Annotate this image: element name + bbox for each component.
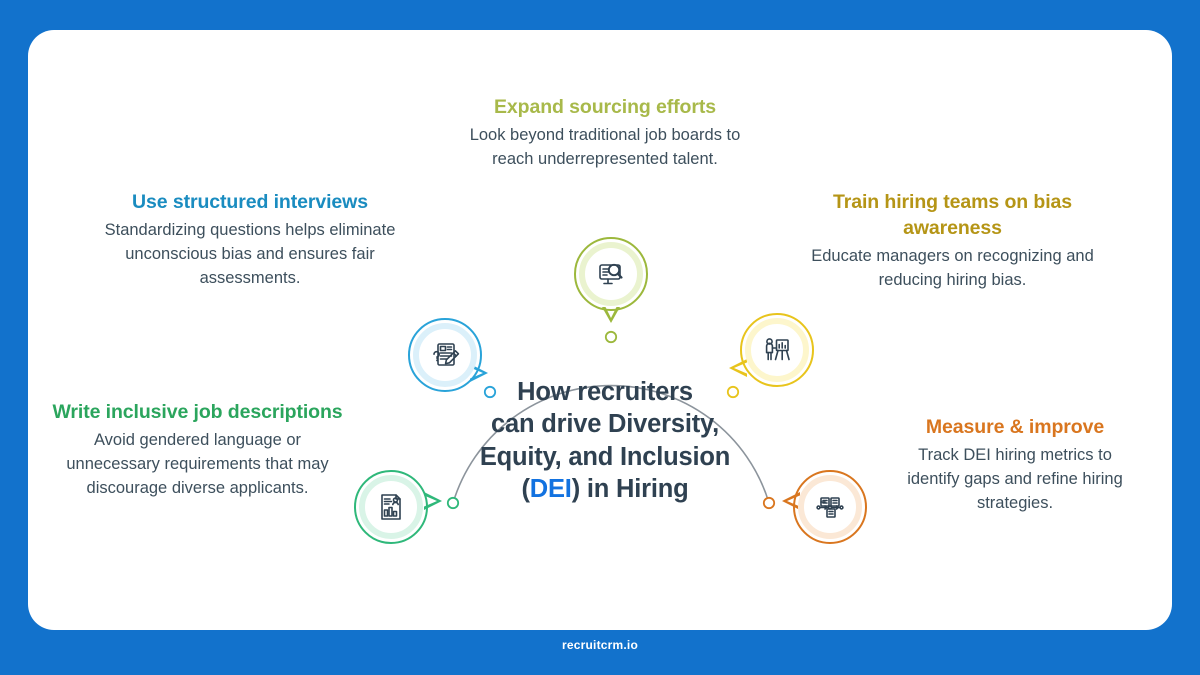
resume-chart-icon — [354, 470, 428, 544]
flowchart-nodes-icon — [793, 470, 867, 544]
bubble-expand-sourcing — [574, 237, 648, 323]
block-body-write: Avoid gendered language or unnecessary r… — [66, 430, 329, 498]
block-body-measure: Track DEI hiring metrics to identify gap… — [907, 445, 1123, 513]
bubble-write-inclusive-job-descriptions — [354, 470, 442, 544]
title-dei-highlight: DEI — [529, 475, 572, 504]
title-paren-close: ) in Hiring — [571, 475, 689, 504]
title-line-1: How recruiters — [517, 378, 693, 406]
presenter-easel-icon — [740, 313, 814, 387]
bubble-ring-write — [354, 470, 428, 544]
title-paren-open: ( — [521, 475, 530, 504]
block-heading-interviews: Use structured interviews — [132, 191, 368, 213]
bubble-train-hiring-teams — [729, 313, 814, 387]
block-train-hiring-teams: Train hiring teams on bias awareness Edu… — [805, 190, 1100, 292]
monitor-search-icon — [574, 237, 648, 311]
block-heading-measure: Measure & improve — [925, 416, 1105, 438]
block-measure-improve: Measure & improve Track DEI hiring metri… — [890, 415, 1140, 515]
block-body-interviews: Standardizing questions helps eliminate … — [104, 220, 396, 288]
block-heading-sourcing: Expand sourcing efforts — [494, 96, 716, 118]
block-heading-write: Write inclusive job descriptions — [52, 401, 343, 423]
block-use-structured-interviews: Use structured interviews Standardizing … — [95, 190, 405, 290]
bubble-ring-train — [740, 313, 814, 387]
footer-brand: recruitcrm.io — [562, 638, 638, 652]
block-body-train: Educate managers on recognizing and redu… — [811, 246, 1094, 289]
page-title: How recruiters can drive Diversity, Equi… — [455, 376, 755, 506]
bubble-ring-interviews — [408, 318, 482, 392]
title-line-4: (DEI) in Hiring — [455, 473, 755, 505]
bubble-ring-measure — [793, 470, 867, 544]
block-heading-train: Train hiring teams on bias awareness — [832, 191, 1073, 239]
title-line-2: can drive Diversity, — [491, 410, 719, 439]
bubble-ring-sourcing — [574, 237, 648, 311]
block-write-inclusive-job-descriptions: Write inclusive job descriptions Avoid g… — [50, 400, 345, 500]
content-card — [28, 30, 1172, 630]
title-line-3: Equity, and Inclusion — [479, 442, 731, 471]
document-question-pencil-icon — [408, 318, 482, 392]
block-expand-sourcing: Expand sourcing efforts Look beyond trad… — [455, 95, 755, 171]
bubble-use-structured-interviews — [408, 318, 488, 392]
bubble-measure-improve — [782, 470, 867, 544]
block-body-sourcing: Look beyond traditional job boards to re… — [469, 125, 741, 168]
